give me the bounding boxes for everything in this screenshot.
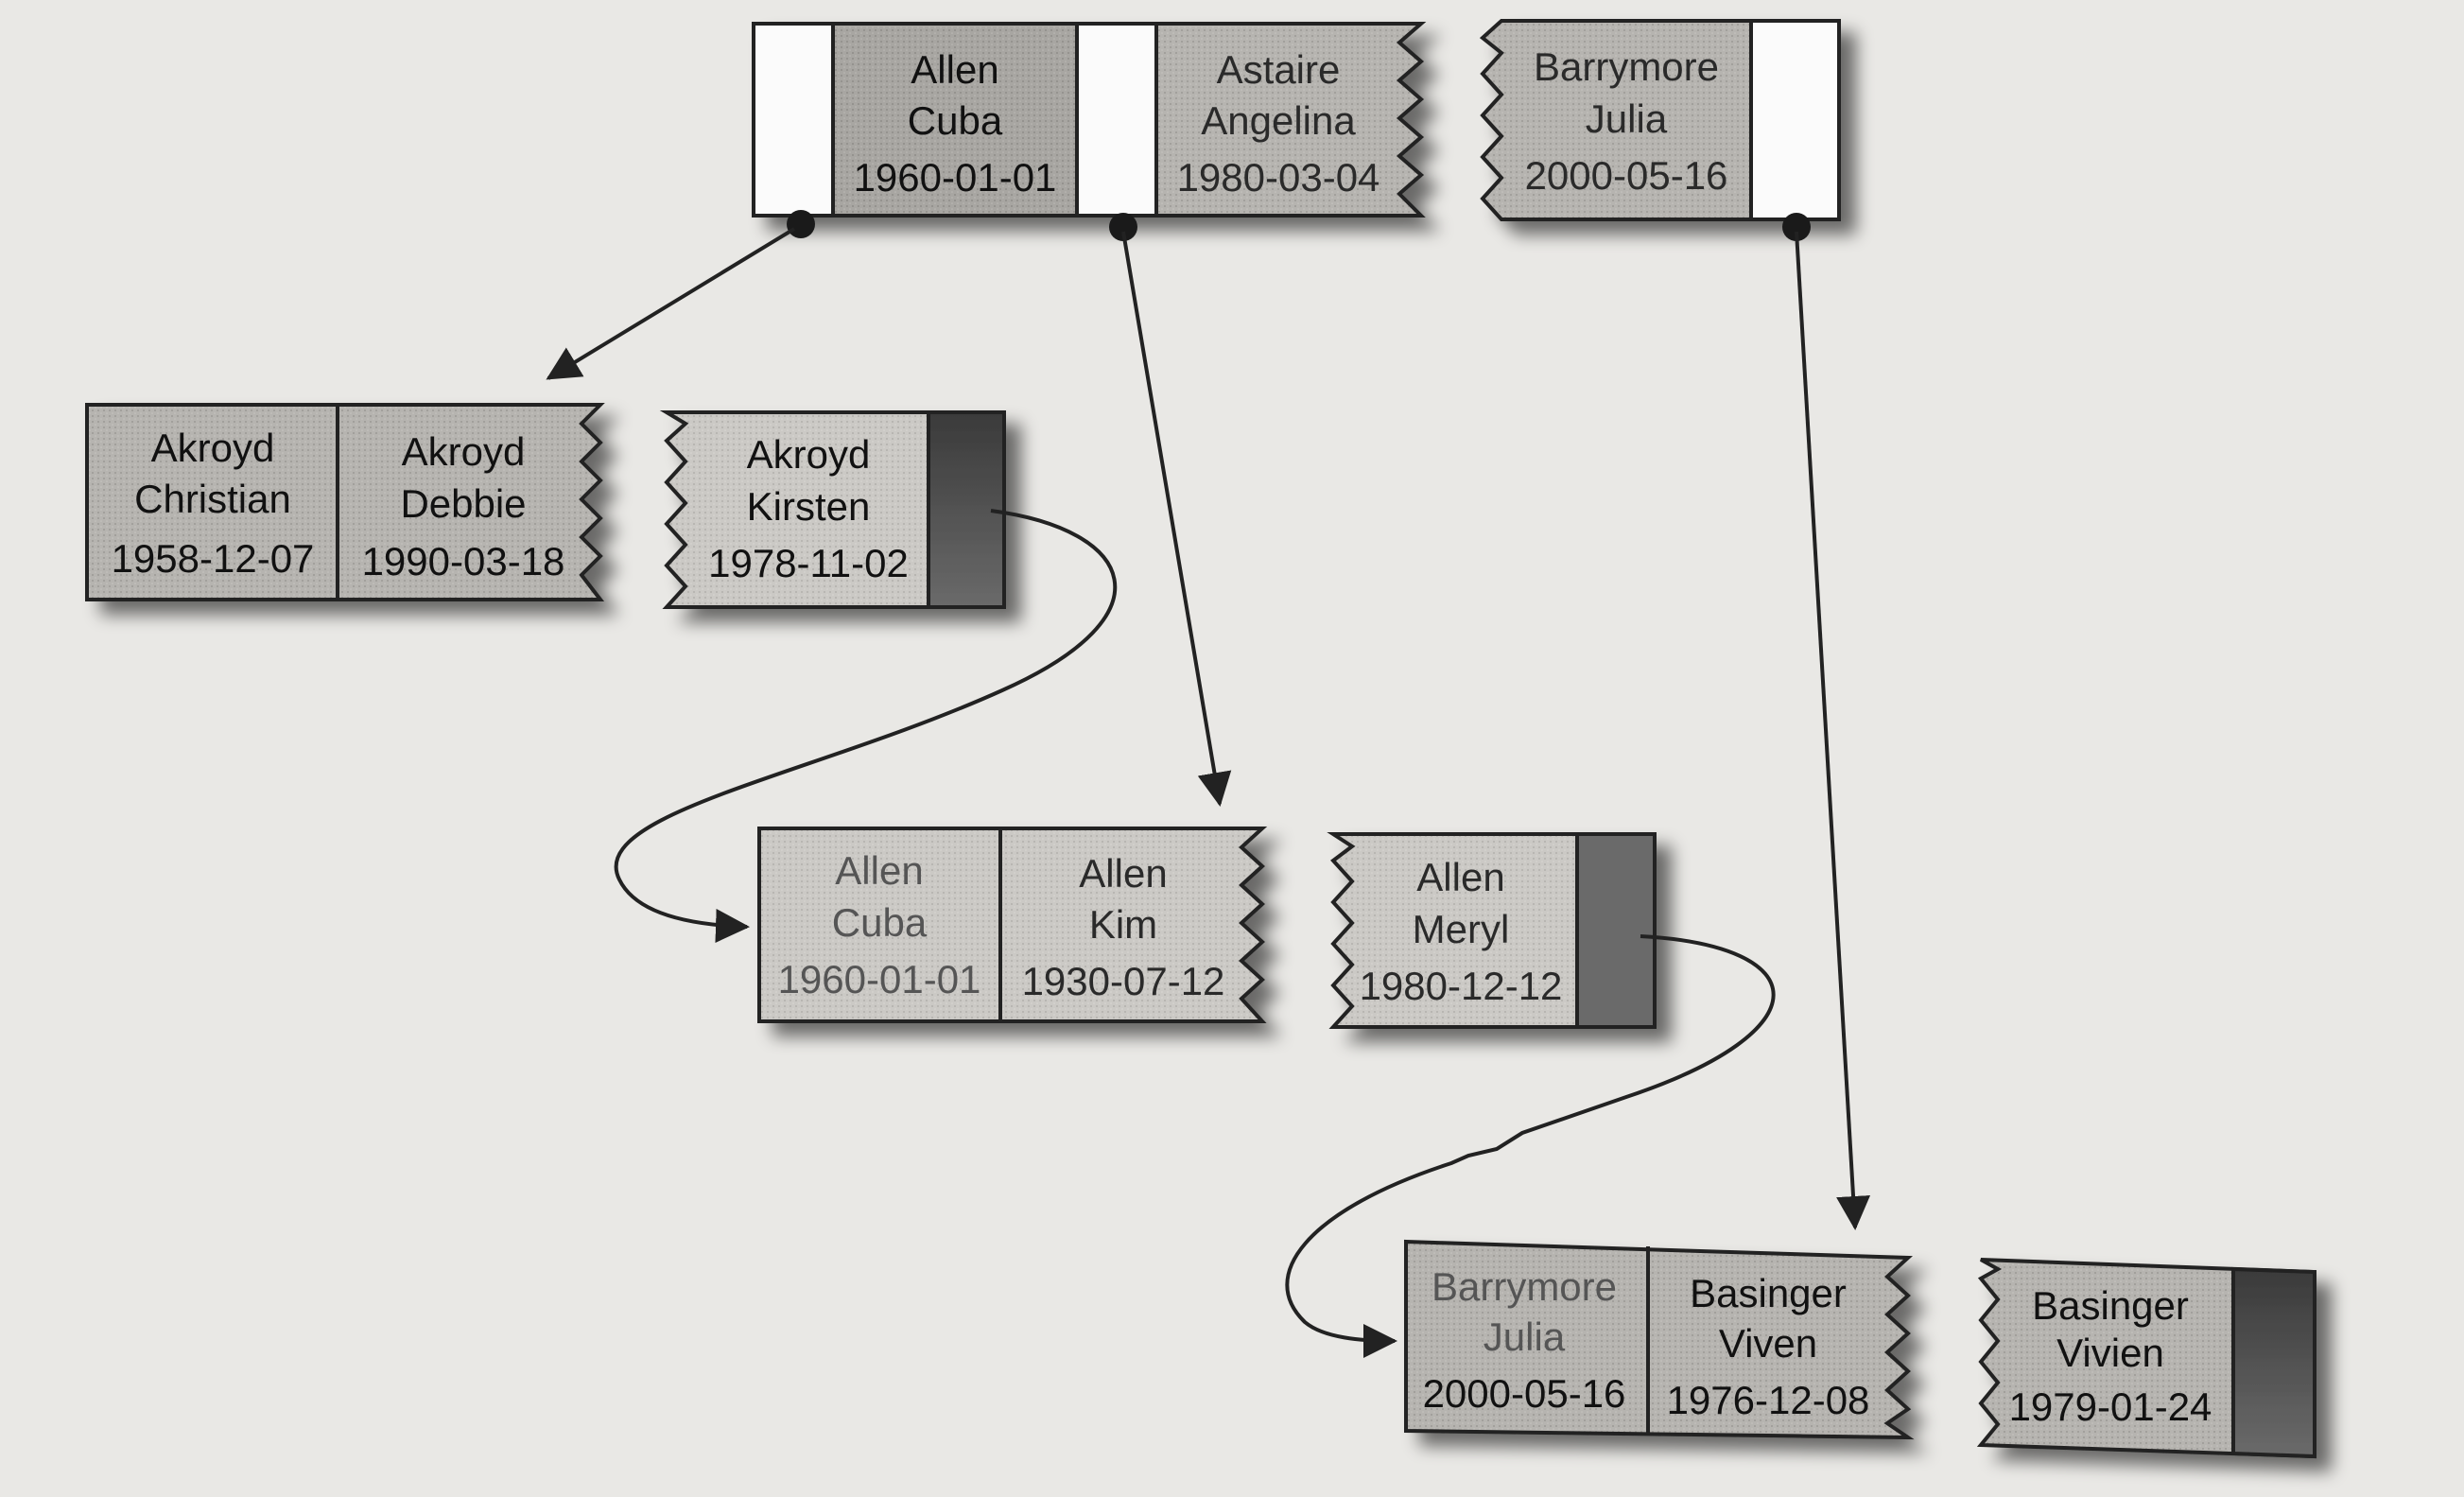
leaf-3-entry-1-last: Barrymore (1432, 1264, 1617, 1309)
edge-leaf-2-to-leaf-3 (1285, 934, 1776, 1358)
root-entry-1-first: Cuba (908, 98, 1003, 143)
root-pointer-1-dot (787, 210, 815, 238)
leaf-node-3 (1404, 1239, 2317, 1459)
leaf-3-next-pointer (2231, 1266, 2317, 1459)
leaf-2-entry-2-last: Allen (1079, 851, 1167, 896)
leaf-2-entry-2-first: Kim (1089, 902, 1157, 947)
leaf-1-entry-2-first: Debbie (400, 481, 526, 526)
leaf-3-entry-2-first: Viven (1719, 1321, 1817, 1366)
leaf-1-entry-3-dob: 1978-11-02 (708, 541, 909, 585)
leaf-1-entry-3-last: Akroyd (747, 432, 871, 477)
leaf-3-entry-1-dob: 2000-05-16 (1423, 1371, 1626, 1416)
leaf-2-entry-1-dob: 1960-01-01 (778, 957, 981, 1001)
root-pointer-3-dot (1782, 213, 1811, 241)
leaf-1-entry-1-dob: 1958-12-07 (112, 536, 315, 581)
leaf-2-next-pointer (1575, 832, 1657, 1029)
leaf-1-entry-1-first: Christian (134, 477, 291, 521)
leaf-node-1 (85, 403, 1006, 609)
leaf-3-entry-1-first: Julia (1484, 1314, 1566, 1359)
leaf-2-entry-3-first: Meryl (1413, 907, 1510, 951)
leaf-1-entry-2-dob: 1990-03-18 (362, 539, 565, 583)
root-node (752, 19, 1841, 221)
leaf-3-entry-3-last: Basinger (2032, 1283, 2189, 1328)
edge-root-to-leaf-3 (1795, 231, 1871, 1230)
root-entry-2-last: Astaire (1217, 47, 1341, 92)
leaf-1-entry-1-last: Akroyd (151, 426, 275, 470)
leaf-3-entry-2-last: Basinger (1690, 1271, 1847, 1315)
leaf-node-2 (757, 827, 1657, 1029)
leaf-3-entry-3-dob: 1979-01-24 (2009, 1384, 2212, 1429)
edge-root-to-leaf-2 (1121, 231, 1232, 807)
leaf-2-entry-3-dob: 1980-12-12 (1360, 964, 1563, 1008)
leaf-3-entry-3-first: Vivien (2056, 1331, 2164, 1375)
root-entry-1-dob: 1960-01-01 (854, 155, 1057, 200)
edge-root-to-leaf-1 (546, 227, 796, 380)
leaf-1-entry-2-last: Akroyd (402, 429, 526, 474)
root-entry-3-first: Julia (1586, 96, 1668, 141)
leaf-2-entry-1-last: Allen (835, 848, 923, 893)
leaf-2-entry-3-last: Allen (1416, 855, 1504, 899)
leaf-2-entry-1-first: Cuba (832, 900, 928, 945)
leaf-1-entry-3-first: Kirsten (747, 484, 871, 529)
leaf-3-entry-2-dob: 1976-12-08 (1667, 1378, 1870, 1422)
root-entry-2-dob: 1980-03-04 (1177, 155, 1380, 200)
leaf-2-entry-2-dob: 1930-07-12 (1022, 959, 1225, 1003)
root-entry-3-dob: 2000-05-16 (1525, 153, 1728, 198)
root-entry-1-last: Allen (911, 47, 998, 92)
root-entry-2-first: Angelina (1201, 98, 1356, 143)
root-entry-3-last: Barrymore (1534, 44, 1719, 89)
root-pointer-2-dot (1109, 213, 1137, 241)
edge-leaf-1-to-leaf-2 (614, 509, 1118, 943)
